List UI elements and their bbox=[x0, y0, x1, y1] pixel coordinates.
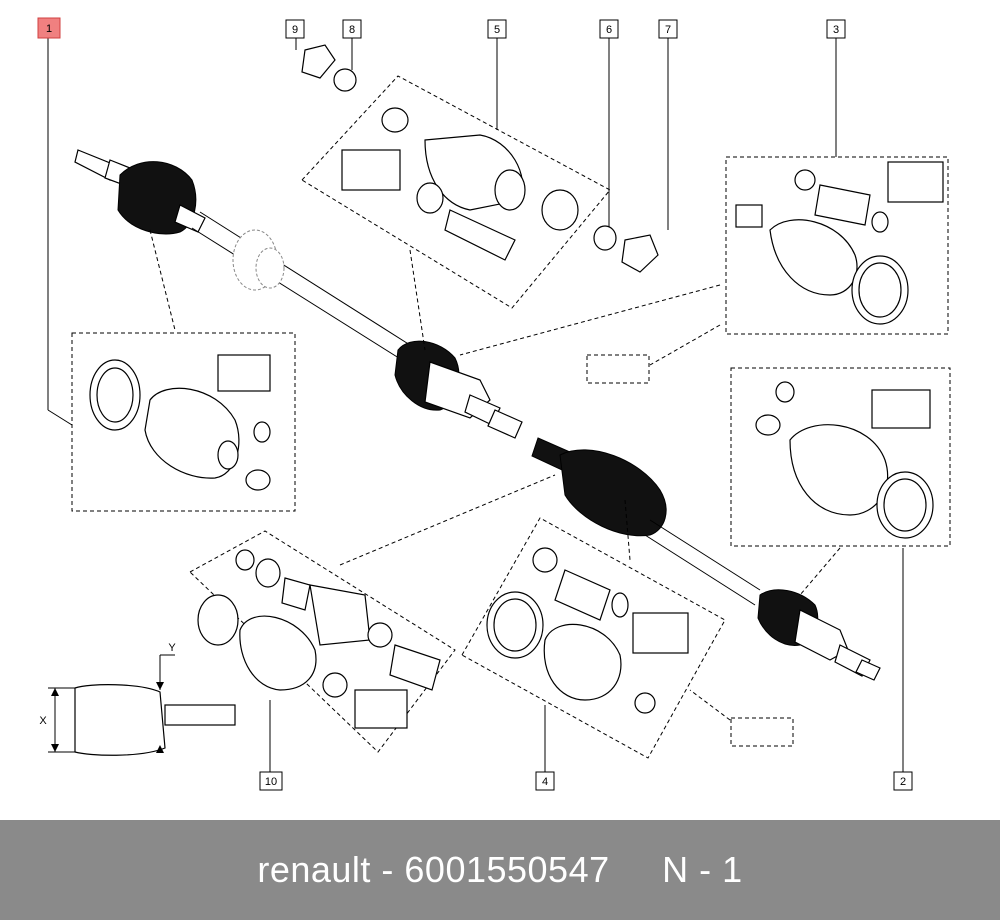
callout-10: 10 bbox=[259, 771, 283, 791]
callout-8: 8 bbox=[342, 19, 362, 39]
callout-2: 2 bbox=[893, 771, 913, 791]
footer-banner: renault - 6001550547 N - 1 bbox=[0, 820, 1000, 920]
callout-9: 9 bbox=[285, 19, 305, 39]
loose-parts bbox=[301, 44, 659, 273]
dimension-y-label: Y bbox=[168, 642, 176, 654]
svg-text:1: 1 bbox=[46, 23, 52, 35]
footer-brand: renault bbox=[257, 849, 371, 890]
svg-text:10: 10 bbox=[265, 776, 277, 788]
svg-text:3: 3 bbox=[833, 24, 839, 36]
svg-text:7: 7 bbox=[665, 24, 671, 36]
svg-text:8: 8 bbox=[349, 24, 355, 36]
footer-part-number: 6001550547 bbox=[404, 849, 610, 890]
kit-2-parts bbox=[755, 381, 934, 539]
kit-1-parts bbox=[89, 354, 271, 491]
kit-10-parts bbox=[197, 549, 441, 729]
callout-5: 5 bbox=[487, 19, 507, 39]
kit-3-parts bbox=[735, 161, 944, 325]
svg-text:6: 6 bbox=[606, 24, 612, 36]
dimension-x-label: X bbox=[39, 715, 47, 727]
kit-5-parts bbox=[341, 107, 579, 261]
svg-text:9: 9 bbox=[292, 24, 298, 36]
footer-caption: renault - 6001550547 N - 1 bbox=[257, 849, 742, 891]
callout-4: 4 bbox=[535, 771, 555, 791]
svg-text:5: 5 bbox=[494, 24, 500, 36]
callout-1: 1 bbox=[37, 17, 61, 39]
callout-7: 7 bbox=[658, 19, 678, 39]
svg-text:4: 4 bbox=[542, 776, 548, 788]
callout-3: 3 bbox=[826, 19, 846, 39]
drive-shaft-assembly bbox=[74, 149, 881, 681]
empty-label-box-upper bbox=[586, 354, 650, 384]
callout-6: 6 bbox=[599, 19, 619, 39]
svg-text:2: 2 bbox=[900, 776, 906, 788]
dimension-inset: X Y bbox=[39, 642, 236, 756]
footer-sheet: N - 1 bbox=[662, 849, 743, 890]
kit-4-parts bbox=[486, 547, 689, 714]
right-inner-boot bbox=[559, 449, 667, 537]
footer-separator: - bbox=[370, 849, 405, 890]
exploded-parts-diagram: X Y 1 9 8 5 6 7 3 10 4 2 bbox=[37, 17, 951, 791]
leader-lines bbox=[47, 38, 904, 772]
empty-label-box-lower bbox=[730, 717, 794, 747]
